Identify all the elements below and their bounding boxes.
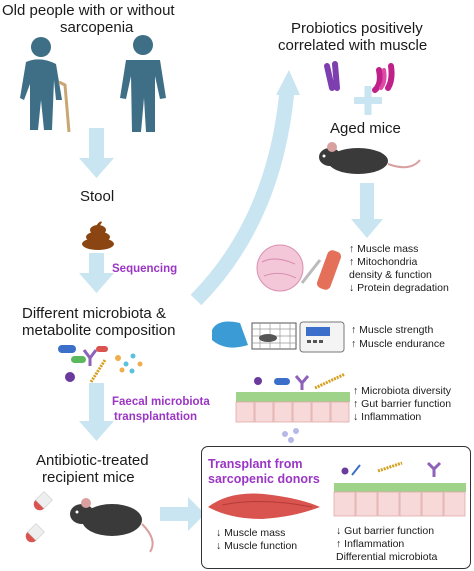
recipient-mouse-icon: [70, 498, 154, 553]
gut-effect-3: ↓ Inflammation: [353, 411, 422, 423]
arrow-aged-mice-down: [351, 183, 383, 238]
person-icon: [120, 35, 166, 132]
gut-microbiota-icon: [235, 372, 350, 443]
people-title-line2: sarcopenia: [60, 19, 134, 36]
transplant-box-graphics: [208, 461, 466, 519]
box-gut-effect-3: Differential microbiota: [336, 551, 438, 563]
people-title-line1: Old people with or without: [2, 2, 175, 19]
box-muscle-effect-2: ↓ Muscle function: [216, 540, 298, 552]
muscle-effect-3: density & function: [349, 269, 432, 281]
strength-effect-2: ↑ Muscle endurance: [351, 338, 445, 350]
arrow-people-to-stool: [79, 128, 114, 178]
strength-test-icon: [212, 321, 345, 353]
aged-mice-label: Aged mice: [330, 120, 401, 137]
muscle-icon: [208, 493, 320, 519]
stool-icon: [82, 221, 114, 250]
recipient-line2: recipient mice: [42, 469, 135, 486]
muscle-effect-2: ↑ Mitochondria: [349, 256, 418, 268]
pill-icon: [25, 491, 53, 543]
composition-line1: Different microbiota &: [22, 305, 166, 322]
box-muscle-effect-1: ↓ Muscle mass: [216, 527, 286, 539]
stool-label: Stool: [80, 188, 115, 205]
arrow-stool-to-composition: [79, 253, 114, 293]
plus-icon: [354, 86, 382, 115]
composition-line2: metabolite composition: [22, 322, 176, 339]
muscle-effect-1: ↑ Muscle mass: [349, 243, 419, 255]
box-gut-effect-2: ↑ Inflammation: [336, 538, 405, 550]
muscle-fiber-icon: [300, 250, 342, 290]
transplant-title-line1: Transplant from: [208, 457, 303, 471]
gut-effect-1: ↑ Microbiota diversity: [353, 385, 452, 397]
fmt-label-line2: transplantation: [114, 411, 198, 423]
probiotics-bacteria-icon: [324, 61, 395, 93]
recipient-line1: Antibiotic-treated: [36, 452, 149, 469]
elderly-person-icon: [20, 37, 71, 133]
sequencing-label: Sequencing: [112, 263, 178, 275]
box-gut-effect-1: ↓ Gut barrier function: [336, 525, 435, 537]
aged-mouse-icon: [319, 142, 421, 174]
gut-effect-2: ↑ Gut barrier function: [353, 398, 452, 410]
fmt-label-line1: Faecal microbiota: [112, 396, 210, 408]
muscle-effect-4: ↓ Protein degradation: [349, 282, 449, 294]
arrow-recipient-to-box: [160, 497, 205, 531]
muscle-cross-section-icon: [256, 244, 304, 292]
transplant-title-line2: sarcopenic donors: [208, 472, 320, 486]
probiotics-title-line2: correlated with muscle: [278, 37, 428, 54]
box-gut-icon: [333, 483, 466, 517]
strength-effect-1: ↑ Muscle strength: [351, 324, 434, 336]
arrow-composition-to-probiotics: [190, 70, 300, 306]
box-microbes-icon: [341, 461, 442, 477]
transplant-box: Transplant from sarcopenic donors ↓ Musc…: [201, 446, 471, 569]
arrow-composition-to-recipient: [79, 383, 114, 441]
microbiota-cluster-icon: [58, 345, 143, 383]
probiotics-title-line1: Probiotics positively: [291, 20, 423, 37]
